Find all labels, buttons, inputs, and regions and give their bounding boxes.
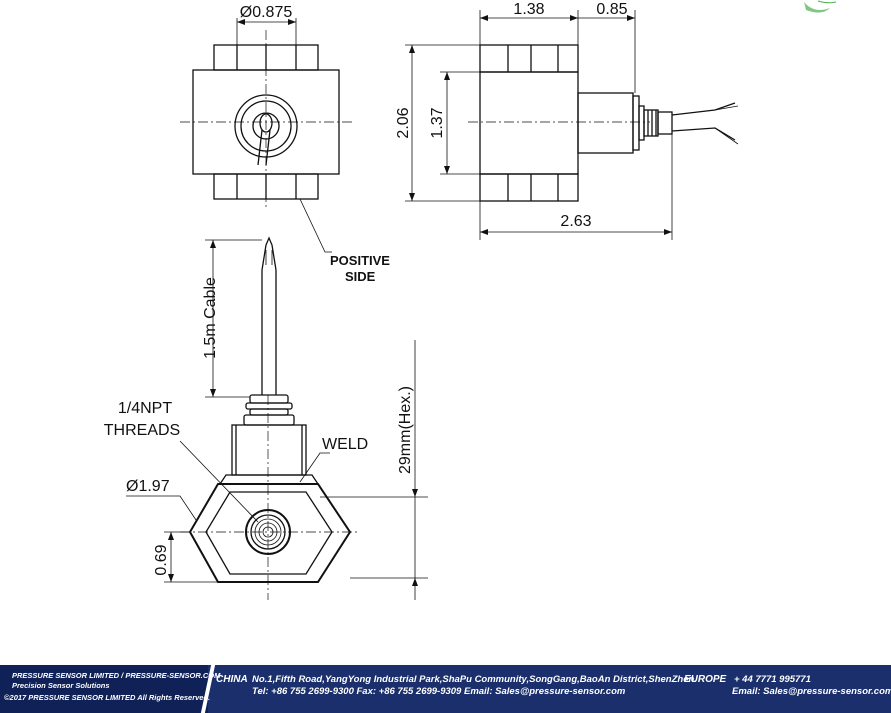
positive-side-label-2: SIDE — [345, 269, 376, 284]
footer-bar: PRESSURE SENSOR LIMITED / PRESSURE-SENSO… — [0, 665, 891, 713]
technical-drawing: Ø0.875 POSITIVE SIDE — [104, 1, 739, 600]
footer-europe-email[interactable]: Email: Sales@pressure-sensor.com — [732, 686, 891, 697]
hex-view: 1.5m Cable 1/4NPT THREADS WELD Ø1.97 — [104, 236, 428, 600]
threads-label-2: THREADS — [104, 422, 180, 439]
footer-tagline: Precision Sensor Solutions — [12, 681, 110, 690]
footer-china-label: CHINA — [216, 674, 248, 685]
footer-china-address: No.1,Fifth Road,YangYong Industrial Park… — [252, 674, 697, 685]
height-inner-label: 1.37 — [429, 107, 446, 138]
cable-length-label: 1.5m Cable — [202, 277, 219, 359]
footer-china-contact: Tel: +86 755 2699-9300 Fax: +86 755 2699… — [252, 686, 626, 697]
threads-label-1: 1/4NPT — [118, 400, 172, 417]
overall-length-label: 2.63 — [560, 213, 591, 230]
body-diameter-label: Ø1.97 — [126, 478, 170, 495]
leaf-logo-icon — [804, 0, 837, 13]
footer-europe-label: EUROPE — [684, 674, 727, 685]
weld-label: WELD — [322, 436, 368, 453]
footer-company: PRESSURE SENSOR LIMITED / PRESSURE-SENSO… — [12, 671, 221, 680]
thread-offset-label: 0.69 — [153, 544, 170, 575]
hex-height-label: 29mm(Hex.) — [397, 386, 414, 474]
port-diameter-label: Ø0.875 — [240, 4, 293, 21]
footer-europe-phone: + 44 7771 995771 — [734, 674, 811, 685]
height-overall-label: 2.06 — [395, 107, 412, 138]
footer-company-block: PRESSURE SENSOR LIMITED / PRESSURE-SENSO… — [0, 665, 220, 713]
side-view: 1.38 0.85 2.06 1.37 2.63 — [395, 1, 739, 240]
positive-side-label-1: POSITIVE — [330, 253, 390, 268]
front-view: Ø0.875 POSITIVE SIDE — [180, 4, 390, 284]
footer-copyright: ©2017 PRESSURE SENSOR LIMITED All Rights… — [4, 693, 211, 702]
top-width-label: 1.38 — [513, 1, 544, 18]
connector-length-label: 0.85 — [596, 1, 627, 18]
